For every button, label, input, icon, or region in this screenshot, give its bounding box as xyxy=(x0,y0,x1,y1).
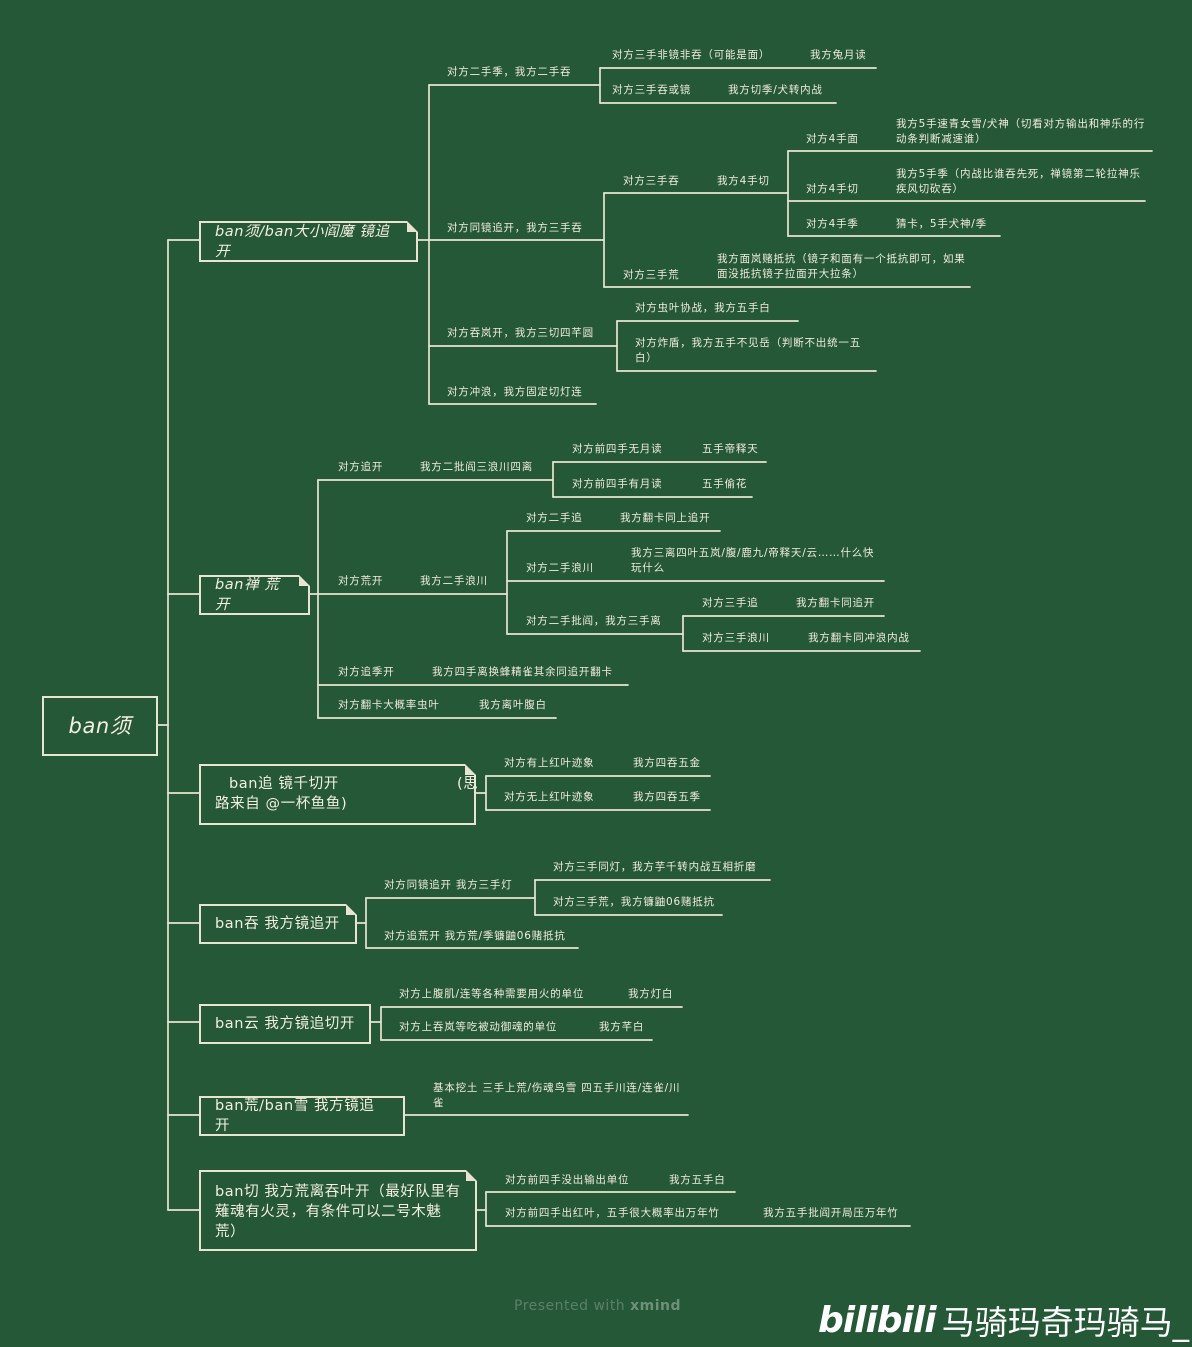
b2-node-2c2[interactable]: 对方三手浪川 xyxy=(702,632,770,644)
b2-node-1[interactable]: 对方追开 xyxy=(338,461,384,473)
b7-node-2[interactable]: 对方前四手出红叶，五手很大概率出万年竹 xyxy=(505,1207,720,1219)
b2-node-1-mid[interactable]: 我方二批阎三浪川四离 xyxy=(420,461,533,473)
watermark-author: 马骑玛奇玛骑马_ xyxy=(941,1303,1190,1342)
b3-node-1[interactable]: 对方有上红叶迹象 xyxy=(504,757,595,769)
b7-node-1-result[interactable]: 我方五手白 xyxy=(669,1174,726,1186)
root-node[interactable]: ban须 xyxy=(42,696,158,756)
branch-node-5[interactable]: ban云 我方镜追切开 xyxy=(199,1004,371,1044)
b1-node-2a2-result[interactable]: 我方5手季（内战比谁吞先死，禅镜第二轮拉神乐疾风切砍吞） xyxy=(896,168,1141,195)
b1-node-2a3[interactable]: 对方4手季 xyxy=(806,218,859,230)
b2-node-3[interactable]: 对方追季开 xyxy=(338,666,395,678)
b4-node-2[interactable]: 对方追荒开 我方荒/季镰鼬06赌抵抗 xyxy=(384,930,566,942)
b1-node-1[interactable]: 对方二手季，我方二手吞 xyxy=(447,66,572,78)
branch-3-label-line2: 路来自 @一杯鱼鱼) xyxy=(215,796,348,812)
b6-node-1[interactable]: 基本挖土 三手上荒/伤魂鸟雪 四五手川连/连雀/川雀 xyxy=(433,1082,681,1109)
b1-node-1b-result[interactable]: 我方切季/犬转内战 xyxy=(728,84,823,96)
b2-node-2c[interactable]: 对方二手批阎，我方三手离 xyxy=(526,615,662,627)
branch-4-label: ban吞 我方镜追开 xyxy=(215,916,340,932)
b2-node-1b[interactable]: 对方前四手有月读 xyxy=(572,478,663,490)
b3-node-1-result[interactable]: 我方四吞五金 xyxy=(633,757,701,769)
b1-node-2[interactable]: 对方同镜追开，我方三手吞 xyxy=(447,222,583,234)
b1-node-2a3-result[interactable]: 猜卡，5手犬神/季 xyxy=(896,218,987,230)
branch-5-label: ban云 我方镜追切开 xyxy=(215,1016,355,1032)
b1-node-4[interactable]: 对方冲浪，我方固定切灯连 xyxy=(447,386,583,398)
b1-node-2a1[interactable]: 对方4手面 xyxy=(806,133,859,145)
b2-node-1a-result[interactable]: 五手帝释天 xyxy=(702,443,759,455)
branch-node-4[interactable]: ban吞 我方镜追开 xyxy=(199,904,357,944)
xmind-credit-prefix: Presented with xyxy=(514,1298,631,1314)
branch-3-label-line1: ban追 镜千切开 xyxy=(229,776,339,792)
b1-node-3a[interactable]: 对方虫叶协战，我方五手白 xyxy=(635,302,771,314)
b3-node-2[interactable]: 对方无上红叶迹象 xyxy=(504,791,595,803)
branch-3-label: ban追 镜千切开 (思 xyxy=(215,774,478,794)
b2-node-3-result[interactable]: 我方四手离换蜂精雀其余同追开翻卡 xyxy=(432,666,613,678)
branch-3-label-tail: (思 xyxy=(457,776,479,792)
b1-node-2b-result[interactable]: 我方面岚赌抵抗（镜子和面有一个抵抗即可，如果面没抵抗镜子拉面开大拉条） xyxy=(717,253,966,280)
branch-2-label: ban禅 荒开 xyxy=(215,577,280,613)
b4-node-1b[interactable]: 对方三手荒，我方镰鼬06赌抵抗 xyxy=(553,896,715,908)
b4-node-1a[interactable]: 对方三手同灯，我方芋千转内战互相折磨 xyxy=(553,861,757,873)
b7-node-1[interactable]: 对方前四手没出输出单位 xyxy=(505,1174,630,1186)
b1-node-2a2[interactable]: 对方4手切 xyxy=(806,183,859,195)
b2-node-1b-result[interactable]: 五手偷花 xyxy=(702,478,748,490)
b2-node-2c1[interactable]: 对方三手追 xyxy=(702,597,759,609)
branch-6-label: ban荒/ban雪 我方镜追开 xyxy=(215,1098,375,1134)
branch-node-1[interactable]: ban须/ban大小阎魔 镜追开 xyxy=(199,221,418,262)
b1-node-2a[interactable]: 对方三手吞 xyxy=(623,175,680,187)
branch-node-2[interactable]: ban禅 荒开 xyxy=(199,575,310,615)
b7-node-2-result[interactable]: 我方五手批阎开局压万年竹 xyxy=(763,1207,899,1219)
b2-node-2[interactable]: 对方荒开 xyxy=(338,575,384,587)
b2-node-2a-result[interactable]: 我方翻卡同上追开 xyxy=(620,512,711,524)
b1-node-2a-mid[interactable]: 我方4手切 xyxy=(717,175,770,187)
b1-node-1a-result[interactable]: 我方兔月读 xyxy=(810,49,867,61)
b2-node-2a[interactable]: 对方二手追 xyxy=(526,512,583,524)
xmind-brand: xmind xyxy=(630,1298,682,1314)
b2-node-2c1-result[interactable]: 我方翻卡同追开 xyxy=(796,597,876,609)
branch-node-7[interactable]: ban切 我方荒离吞叶开（最好队里有薙魂有火灵，有条件可以二号木魅荒） xyxy=(199,1170,477,1251)
b5-node-1-result[interactable]: 我方灯白 xyxy=(628,988,674,1000)
b1-node-3b[interactable]: 对方炸盾，我方五手不见岳（判断不出统一五白） xyxy=(635,337,861,364)
b1-node-3[interactable]: 对方吞岚开，我方三切四芊圆 xyxy=(447,327,594,339)
b2-node-4-result[interactable]: 我方离叶腹白 xyxy=(479,699,547,711)
b1-node-1a[interactable]: 对方三手非镜非吞（可能是面） xyxy=(612,49,771,61)
b5-node-2[interactable]: 对方上吞岚等吃被动御魂的单位 xyxy=(399,1021,558,1033)
xmind-credit: Presented with xmind xyxy=(514,1298,681,1314)
root-label: ban须 xyxy=(68,714,132,738)
bilibili-logo: bilibili xyxy=(818,1299,937,1341)
branch-node-3[interactable]: ban追 镜千切开 (思 路来自 @一杯鱼鱼) xyxy=(199,764,478,825)
b1-node-2b[interactable]: 对方三手荒 xyxy=(623,269,680,281)
b2-node-4[interactable]: 对方翻卡大概率虫叶 xyxy=(338,699,440,711)
b2-node-1a[interactable]: 对方前四手无月读 xyxy=(572,443,663,455)
branch-node-6[interactable]: ban荒/ban雪 我方镜追开 xyxy=(199,1096,405,1136)
branch-1-label: ban须/ban大小阎魔 镜追开 xyxy=(215,223,390,260)
b5-node-1[interactable]: 对方上腹肌/连等各种需要用火的单位 xyxy=(399,988,585,1000)
bilibili-watermark: bilibili 马骑玛奇玛骑马_ xyxy=(818,1296,1189,1344)
branch-7-label: ban切 我方荒离吞叶开（最好队里有薙魂有火灵，有条件可以二号木魅荒） xyxy=(215,1184,461,1240)
b1-node-2a1-result[interactable]: 我方5手速青女雪/犬神（切看对方输出和神乐的行动条判断减速谁） xyxy=(896,118,1146,145)
b2-node-2c2-result[interactable]: 我方翻卡同冲浪内战 xyxy=(808,632,910,644)
b2-node-2b[interactable]: 对方二手浪川 xyxy=(526,562,594,574)
b4-node-1[interactable]: 对方同镜追开 我方三手灯 xyxy=(384,879,513,891)
b2-node-2-mid[interactable]: 我方二手浪川 xyxy=(420,575,488,587)
b5-node-2-result[interactable]: 我方芊白 xyxy=(599,1021,645,1033)
b3-node-2-result[interactable]: 我方四吞五季 xyxy=(633,791,701,803)
b2-node-2b-result[interactable]: 我方三离四叶五岚/腹/鹿九/帝释天/云……什么快玩什么 xyxy=(631,547,875,574)
b1-node-1b[interactable]: 对方三手吞或镜 xyxy=(612,84,692,96)
